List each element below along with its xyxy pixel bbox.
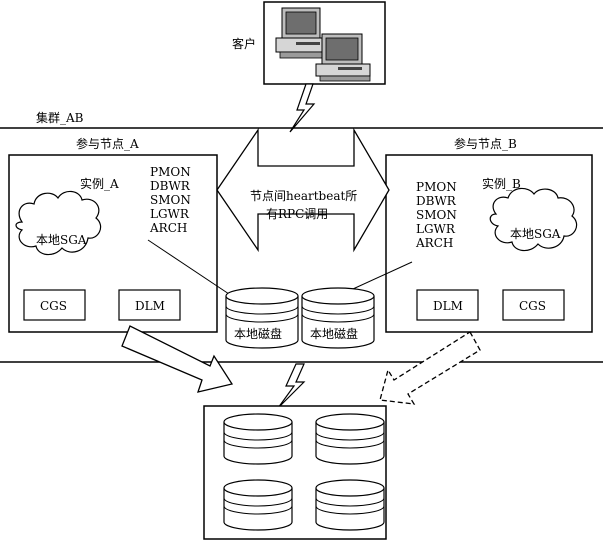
interconnect-text-line2: 有RPC调用	[266, 207, 328, 221]
process-label: LGWR	[150, 207, 190, 221]
process-label: PMON	[416, 180, 457, 194]
process-label: SMON	[150, 193, 191, 207]
storage-link-bolt	[277, 363, 306, 409]
cgs-box-b	[502, 289, 565, 321]
connector-line	[147, 239, 233, 297]
process-label: DBWR	[150, 179, 191, 193]
local-disk-label: 本地磁盘	[310, 326, 358, 341]
failover-arrow-active	[121, 325, 234, 393]
dlm-label-b: DLM	[433, 299, 463, 313]
instance-a-label: 实例_A	[80, 176, 119, 191]
network-link-bolt	[289, 83, 316, 133]
process-label: SMON	[416, 208, 457, 222]
interconnect-arrow	[216, 127, 390, 253]
local-disk-label: 本地磁盘	[234, 326, 282, 341]
shared-disk	[315, 479, 385, 531]
local-disk: 本地磁盘	[301, 287, 375, 349]
local-disk: 本地磁盘	[225, 287, 299, 349]
computer-icon	[315, 33, 371, 82]
failover-arrow-standby	[379, 331, 481, 405]
sga-label-a: 本地SGA	[36, 233, 87, 247]
cgs-label-b: CGS	[519, 299, 546, 313]
process-label: DBWR	[416, 194, 457, 208]
shared-storage	[203, 405, 387, 540]
shared-disk	[223, 413, 293, 465]
cgs-label-a: CGS	[40, 299, 67, 313]
computer-icon	[275, 7, 329, 59]
client-label: 客户	[232, 36, 256, 51]
node-b: 参与节点_B 实例_B PMON DBWR SMON LGWR ARCH 本地S…	[385, 136, 593, 333]
cgs-box-a	[23, 289, 86, 321]
process-label: PMON	[150, 165, 191, 179]
sga-label-b: 本地SGA	[510, 227, 561, 241]
dlm-box-b	[416, 289, 479, 321]
node-a-title: 参与节点_A	[76, 136, 139, 151]
shared-disk	[315, 413, 385, 465]
sga-cloud-b	[489, 187, 578, 252]
instance-b-label: 实例_B	[482, 176, 521, 191]
interconnect-text-line1: 节点间heartbeat所	[250, 189, 357, 203]
process-list-b: PMON DBWR SMON LGWR ARCH	[415, 180, 457, 250]
process-label: ARCH	[415, 236, 453, 250]
cluster-label: 集群_AB	[36, 110, 84, 125]
dlm-box-a	[118, 289, 181, 321]
shared-disk	[223, 479, 293, 531]
node-a: 参与节点_A 实例_A PMON DBWR SMON LGWR ARCH 本地S…	[8, 136, 218, 333]
node-b-title: 参与节点_B	[454, 136, 517, 151]
process-list-a: PMON DBWR SMON LGWR ARCH	[149, 165, 191, 235]
sga-cloud-a	[15, 190, 102, 256]
dlm-label-a: DLM	[135, 299, 165, 313]
process-label: ARCH	[149, 221, 187, 235]
client-box: 客户	[232, 1, 386, 85]
process-label: LGWR	[416, 222, 456, 236]
